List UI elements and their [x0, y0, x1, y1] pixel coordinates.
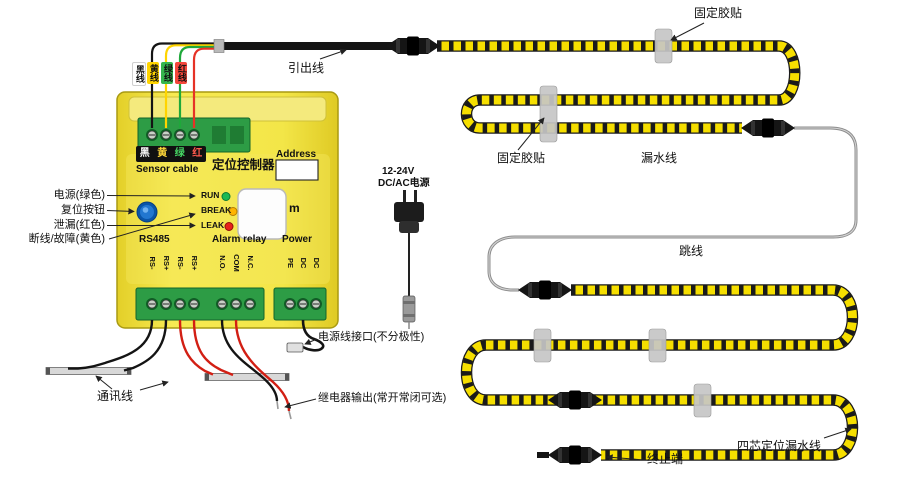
terminal-dc2: DC: [312, 257, 321, 269]
wire-color-strip: 黑 黄 绿 红: [136, 146, 206, 162]
comm-cables: [45, 319, 290, 381]
leak-label: LEAK: [201, 220, 225, 230]
strip-char-black: 黑: [139, 148, 150, 159]
sensor-cable-label: Sensor cable: [136, 164, 199, 175]
break-led: [228, 207, 238, 216]
label-adapter-voltage: 12-24V: [382, 166, 415, 177]
wire-tag-green: 绿线: [161, 62, 173, 84]
adapter-barrel: [402, 295, 416, 323]
wire-tag-black: 黑线: [132, 62, 146, 86]
device-top-panel: [128, 96, 327, 122]
termination-connector: [537, 445, 602, 465]
terminal-rs-4: RS+: [190, 255, 199, 271]
strip-char-red: 红: [192, 148, 203, 159]
sensor-cable-bottom-run: [467, 290, 853, 455]
label-fixing-tape-top: 固定胶贴: [694, 6, 743, 20]
connector-inline: [548, 390, 602, 410]
label-reset-button: 复位按钮: [61, 204, 105, 216]
label-relay-output: 继电器输出(常开常闭可选): [318, 392, 447, 404]
jumper-cable: [487, 126, 858, 292]
bottom-terminal-block: [135, 287, 327, 321]
reset-button: [136, 201, 158, 223]
cable-ferrule: [213, 39, 225, 53]
rs485-label: RS485: [139, 234, 170, 245]
connector-jumper-start: [741, 118, 795, 138]
green-wire: [178, 45, 218, 128]
black-wire: [150, 42, 218, 128]
label-break-led: 断线/故障(黄色): [28, 233, 105, 245]
fixing-tape: [648, 328, 667, 363]
strip-char-green: 绿: [174, 148, 185, 159]
connector-jumper-end: [518, 280, 572, 300]
fixing-tape: [539, 85, 558, 143]
display-unit: m: [289, 201, 300, 215]
fixing-tape: [654, 28, 673, 64]
terminal-com: COM: [232, 254, 241, 272]
label-comm-line: 通讯线: [97, 389, 134, 403]
terminal-dc1: DC: [299, 257, 308, 269]
terminal-rs-2: RS+: [162, 255, 171, 271]
connector-lead-out: [386, 36, 440, 56]
label-leak-cable: 漏水线: [641, 151, 678, 165]
relay-output-wires: [220, 319, 292, 420]
terminal-rs-3: RS-: [176, 256, 185, 270]
label-power-led: 电源(绿色): [53, 189, 105, 201]
wire-tag-red: 红线: [175, 62, 187, 84]
label-jumper: 跳线: [679, 244, 704, 258]
label-leak-led: 泄漏(红色): [53, 219, 105, 231]
address-label: Address: [276, 149, 317, 160]
terminal-nc: N.C.: [246, 255, 255, 271]
cable-connectors: [386, 36, 795, 465]
strip-char-yellow: 黄: [157, 148, 168, 159]
label-fixing-tape-mid: 固定胶贴: [497, 151, 546, 165]
label-adapter-type: DC/AC电源: [378, 178, 430, 189]
power-section-label: Power: [282, 234, 313, 245]
terminal-no: N.O.: [218, 255, 227, 271]
power-connector: [286, 342, 304, 353]
red-wire: [192, 47, 218, 128]
break-label: BREAK: [201, 205, 232, 215]
power-adapter-plug: [394, 190, 424, 329]
power-cord: [286, 319, 325, 353]
leak-led: [224, 222, 234, 231]
terminal-rs-1: RS-: [148, 256, 157, 270]
label-terminator: 终止端: [647, 452, 684, 466]
terminal-pe: PE: [286, 257, 295, 268]
display-screen: [237, 188, 287, 240]
sensor-cable-top-run: [437, 46, 795, 128]
label-power-interface: 电源线接口(不分极性): [318, 331, 425, 343]
fixing-tape: [533, 328, 552, 363]
address-box: [275, 159, 319, 181]
run-led: [221, 192, 231, 201]
fixing-tape: [693, 383, 712, 418]
sensor-wires-top: [150, 42, 218, 128]
yellow-wire: [164, 44, 218, 128]
led-indicators: [221, 192, 238, 231]
alarm-relay-label: Alarm relay: [212, 234, 267, 245]
label-lead-out: 引出线: [288, 61, 325, 75]
run-label: RUN: [201, 190, 220, 200]
fixing-tapes: [533, 28, 712, 418]
label-four-core-cable: 四芯定位漏水线: [737, 439, 822, 453]
device-title: 定位控制器: [212, 158, 275, 172]
leader-lines: [95, 22, 852, 461]
wire-tag-yellow: 黄线: [147, 62, 159, 84]
